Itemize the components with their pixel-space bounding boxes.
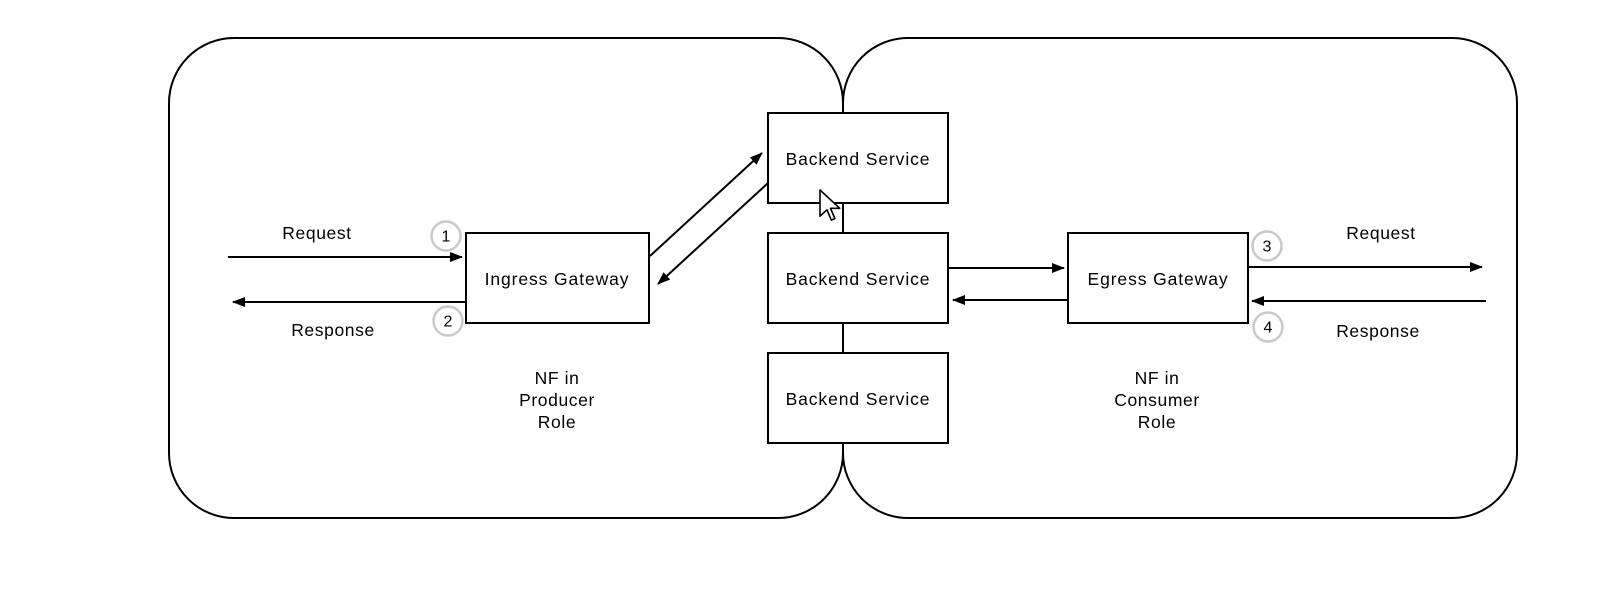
backend-bottom-box[interactable] — [767, 352, 949, 444]
producer-region-label: NF in Producer Role — [519, 368, 595, 432]
egress-gateway-box[interactable] — [1067, 232, 1249, 324]
step-2-circle — [432, 305, 464, 337]
arrow-backend-top-to-ingress — [657, 182, 769, 285]
node-egress-gateway[interactable]: Egress Gateway — [1067, 232, 1249, 324]
node-backend-service-bottom[interactable]: Backend Service — [767, 352, 949, 444]
producer-label-line-2: Producer — [519, 390, 595, 410]
producer-label-line-3: Role — [538, 412, 576, 432]
producer-request-label: Request — [282, 223, 351, 243]
producer-label-line-1: NF in — [535, 368, 580, 388]
backend-top-box[interactable] — [767, 112, 949, 204]
consumer-response-label: Response — [1336, 321, 1420, 341]
consumer-label-line-2: Consumer — [1114, 390, 1200, 410]
step-3-number: 3 — [1263, 239, 1272, 256]
ingress-gateway-label: Ingress Gateway — [485, 269, 630, 289]
node-backend-service-mid[interactable]: Backend Service — [767, 232, 949, 324]
step-badge-4: 4 — [1252, 311, 1284, 343]
ingress-gateway-box[interactable] — [465, 232, 650, 324]
arrow-ingress-to-backend-top — [649, 152, 763, 257]
step-3-circle — [1251, 230, 1283, 262]
backend-bottom-label: Backend Service — [786, 389, 931, 409]
consumer-label-line-3: Role — [1138, 412, 1176, 432]
consumer-region-label: NF in Consumer Role — [1114, 368, 1200, 432]
step-badge-1: 1 — [430, 220, 462, 252]
node-ingress-gateway[interactable]: Ingress Gateway — [465, 232, 650, 324]
producer-response-label: Response — [291, 320, 375, 340]
mouse-cursor-icon — [819, 189, 841, 221]
step-badge-3: 3 — [1251, 230, 1283, 262]
egress-gateway-label: Egress Gateway — [1088, 269, 1229, 289]
consumer-request-label: Request — [1346, 223, 1415, 243]
step-1-circle — [430, 220, 462, 252]
backend-mid-label: Backend Service — [786, 269, 931, 289]
step-4-circle — [1252, 311, 1284, 343]
step-1-number: 1 — [442, 229, 451, 246]
step-badge-2: 2 — [432, 305, 464, 337]
consumer-label-line-1: NF in — [1135, 368, 1180, 388]
step-2-number: 2 — [444, 314, 453, 331]
backend-mid-box[interactable] — [767, 232, 949, 324]
step-4-number: 4 — [1264, 320, 1273, 337]
backend-top-label: Backend Service — [786, 149, 931, 169]
node-backend-service-top[interactable]: Backend Service — [767, 112, 949, 204]
